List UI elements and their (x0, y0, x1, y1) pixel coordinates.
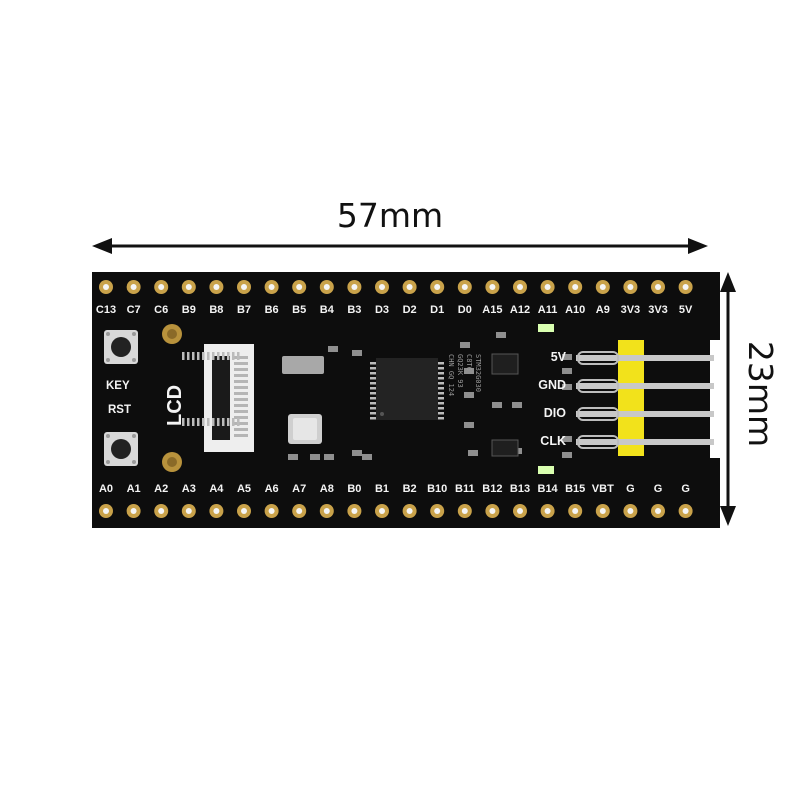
top-pin-label: A11 (537, 304, 558, 316)
lcd-connector (204, 344, 254, 452)
width-dimension-label: 57mm (336, 196, 444, 235)
bottom-pin-label: A8 (319, 483, 334, 495)
top-pin-label: 3V3 (620, 304, 641, 316)
header-pin-label: DIO (543, 406, 566, 420)
bottom-pin-label: A1 (126, 483, 141, 495)
width-arrow (92, 238, 708, 254)
top-pin-label: 5V (678, 304, 693, 316)
header-pin-label: CLK (540, 434, 566, 448)
bottom-pin-label: G (653, 483, 663, 495)
chip-marking-line: STM32G030 (474, 354, 482, 392)
top-pin-label: B4 (319, 304, 334, 316)
regulator (491, 353, 519, 375)
bottom-pin-label: G (626, 483, 635, 495)
mcu-chip (182, 352, 444, 426)
chip-marking-line: CHN GQ 124 (447, 354, 455, 397)
chip-marking-line: GQ23K 93 (456, 354, 464, 388)
top-pin-label: D1 (430, 304, 445, 316)
bottom-pin-label: VBT (591, 483, 614, 495)
top-pad-row (99, 280, 693, 294)
reset-button-icon (104, 432, 138, 466)
bottom-pin-label: A4 (209, 483, 224, 495)
status-led (538, 466, 554, 474)
lcd-label: LCD (164, 384, 186, 426)
top-pin-label: C6 (154, 304, 169, 316)
top-pin-label: B3 (347, 304, 362, 316)
bottom-pin-label: B15 (565, 483, 586, 495)
power-led (538, 324, 554, 332)
chip-marking-line: C8T6 (465, 354, 473, 371)
bottom-pin-label: A0 (98, 483, 114, 495)
header-pin-label: 5V (550, 350, 566, 364)
top-pin-label: B6 (264, 304, 279, 316)
bottom-pad-row (99, 504, 693, 518)
crystal-small (282, 356, 324, 374)
top-pin-label: B5 (292, 304, 307, 316)
header-pin (576, 383, 714, 389)
bottom-pin-label: G (681, 483, 690, 495)
bottom-pin-label: B0 (347, 483, 362, 495)
reset-label: RST (108, 404, 131, 416)
bottom-pin-label: A5 (236, 483, 252, 495)
top-pin-label: A15 (482, 304, 503, 316)
header-pin (576, 355, 714, 361)
top-pin-label: C7 (126, 304, 141, 316)
top-pin-label: A12 (509, 304, 531, 316)
top-pin-label: B9 (181, 304, 196, 316)
top-pin-label: D3 (374, 304, 390, 316)
bottom-pin-label: B14 (537, 483, 558, 495)
bottom-pin-label: B2 (402, 483, 417, 495)
header-pin (576, 439, 714, 445)
bottom-pin-label: B1 (374, 483, 390, 495)
bottom-pin-label: A7 (292, 483, 307, 495)
top-pin-label: B8 (209, 304, 224, 316)
top-pin-label: A10 (565, 304, 586, 316)
height-dimension-label: 23mm (741, 340, 780, 448)
key-button-icon (104, 330, 138, 364)
bottom-pin-label: B10 (427, 483, 448, 495)
top-pin-label: D2 (402, 304, 417, 316)
chip-markings: STM32G030 C8T6 GQ23K 93 CHN GQ 124 (412, 354, 482, 424)
top-pin-label: A9 (595, 304, 610, 316)
board-artwork (92, 272, 720, 528)
bottom-pin-label: A3 (181, 483, 196, 495)
key-label: KEY (106, 380, 130, 392)
bottom-pin-label: B13 (509, 483, 531, 495)
regulator-2 (491, 439, 519, 457)
height-arrow (720, 272, 736, 526)
top-pin-label: C13 (95, 304, 117, 316)
header-pin-label: GND (538, 378, 566, 392)
bottom-pin-label: B12 (482, 483, 503, 495)
pin-header (576, 340, 714, 456)
top-pin-label: B7 (236, 304, 252, 316)
bottom-pin-label: B11 (455, 483, 475, 495)
bottom-pin-label: A2 (154, 483, 169, 495)
bottom-pin-label: A6 (264, 483, 279, 495)
header-pin (576, 411, 714, 417)
top-pin-label: D0 (457, 304, 472, 316)
top-pin-label: 3V3 (648, 304, 668, 316)
